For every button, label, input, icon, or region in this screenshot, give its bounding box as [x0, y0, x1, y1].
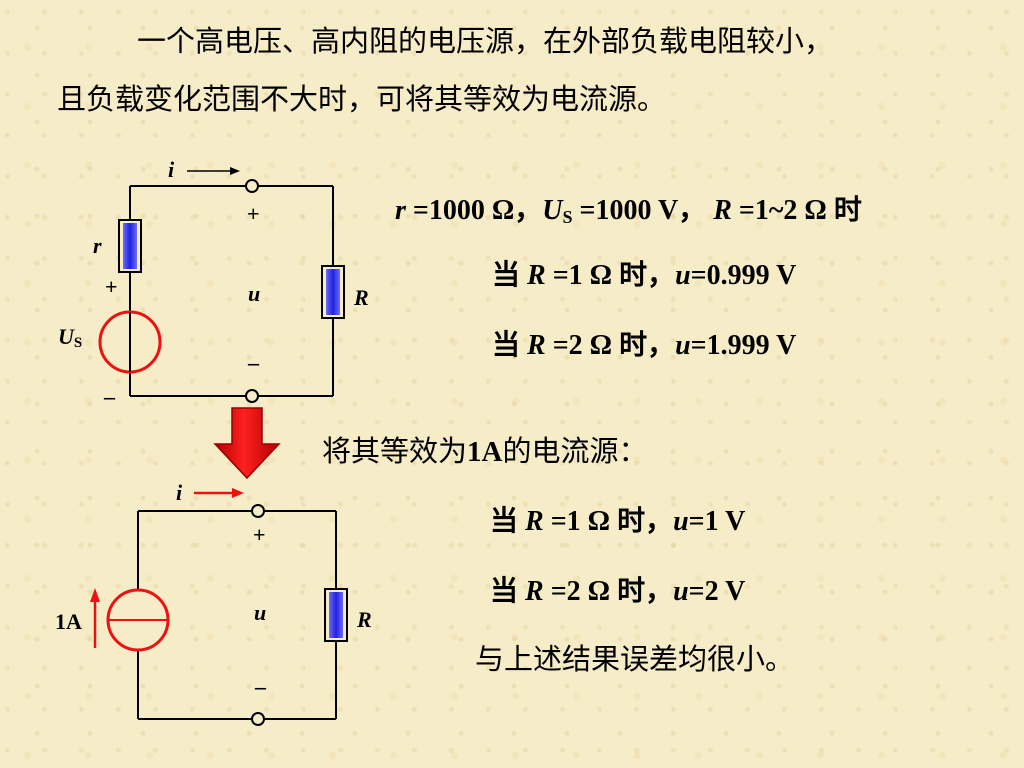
result-u: u: [673, 506, 689, 537]
result-prefix: 当: [490, 506, 526, 537]
current-arrow-1: [187, 167, 240, 175]
result-u: u: [673, 576, 689, 607]
circuit-1: [129, 185, 334, 397]
c1-plus-output: +: [247, 201, 260, 226]
result-R: R: [525, 576, 544, 607]
equiv-current: 1A: [467, 436, 503, 468]
intro-line-2: 且负载变化范围不大时，可将其等效为电流源。: [57, 84, 667, 116]
c1-current-label: i: [168, 157, 175, 182]
us-symbol: U: [542, 195, 563, 226]
resistor-load-1: [321, 265, 345, 319]
result-r2-voltage-source: 当 R =2 Ω 时，u=1.999 V: [492, 332, 796, 360]
result-R: R: [525, 506, 544, 537]
terminal-top-1: [245, 179, 259, 193]
c2-minus-output: –: [255, 674, 266, 699]
result-mid: =2 Ω 时，: [545, 330, 676, 361]
result-value: =0.999 V: [690, 260, 797, 291]
result-prefix: 当: [492, 260, 528, 291]
c2-current-label: i: [176, 480, 183, 505]
result-value: =1 V: [688, 506, 746, 537]
us-subscript: S: [73, 335, 83, 351]
transform-down-arrow: [213, 407, 281, 480]
result-r1-voltage-source: 当 R =1 Ω 时，u=0.999 V: [492, 262, 796, 290]
terminal-top-2: [251, 504, 265, 518]
us-subscript: S: [562, 207, 573, 227]
result-prefix: 当: [490, 576, 526, 607]
result-mid: =2 Ω 时，: [543, 576, 674, 607]
current-source: [106, 588, 170, 652]
result-u: u: [675, 260, 691, 291]
us-symbol: U: [58, 324, 74, 349]
conditions-line: r =1000 Ω，US =1000 V， R =1~2 Ω 时: [395, 195, 862, 227]
result-value: =2 V: [688, 576, 746, 607]
c2-plus-output: +: [253, 522, 266, 547]
c2-u-label: u: [254, 600, 267, 625]
c1-minus-source: –: [104, 384, 115, 409]
intro-line-1: 一个高电压、高内阻的电压源，在外部负载电阻较小，: [137, 26, 834, 58]
result-value: =1.999 V: [690, 330, 797, 361]
c1-u-label: u: [248, 281, 261, 306]
conclusion: 与上述结果误差均很小。: [475, 644, 795, 676]
current-arrow-2: [194, 488, 244, 498]
resistor-r: [118, 219, 142, 273]
resistor-load-2: [324, 588, 348, 642]
result-mid: =1 Ω 时，: [543, 506, 674, 537]
r-symbol: r: [395, 195, 406, 226]
us-value: =1000 V，: [572, 195, 714, 226]
equivalent-statement: 将其等效为1A的电流源：: [322, 438, 647, 467]
terminal-bottom-2: [251, 712, 265, 726]
c1-R-label: R: [354, 285, 369, 310]
equiv-prefix: 将其等效为: [322, 436, 468, 468]
c2-R-label: R: [357, 607, 372, 632]
source-direction-arrow: [90, 588, 100, 648]
R-symbol: R: [713, 195, 732, 226]
result-R: R: [527, 330, 546, 361]
result-r1-current-source: 当 R =1 Ω 时，u=1 V: [490, 508, 745, 536]
result-R: R: [527, 260, 546, 291]
terminal-bottom-1: [245, 389, 259, 403]
result-mid: =1 Ω 时，: [545, 260, 676, 291]
result-u: u: [675, 330, 691, 361]
c1-us-label: US: [58, 326, 82, 351]
c1-minus-output: –: [248, 350, 259, 375]
voltage-source: [98, 310, 162, 374]
c1-plus-source: +: [105, 274, 118, 299]
equiv-suffix: 的电流源：: [502, 436, 648, 468]
result-r2-current-source: 当 R =2 Ω 时，u=2 V: [490, 578, 745, 606]
r-value: =1000 Ω，: [405, 195, 543, 226]
result-prefix: 当: [492, 330, 528, 361]
c2-source-label: 1A: [55, 609, 82, 634]
R-range: =1~2 Ω 时: [731, 195, 862, 226]
c1-r-label: r: [93, 233, 102, 258]
